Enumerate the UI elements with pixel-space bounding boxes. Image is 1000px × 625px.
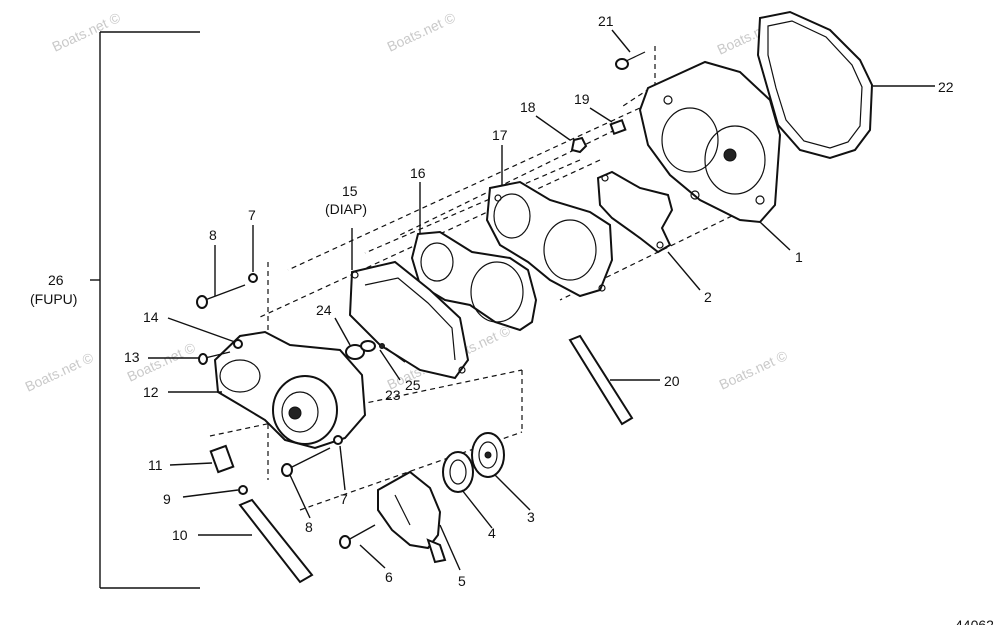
part-10-hose [238, 498, 314, 584]
callout-14: 14 [143, 309, 159, 325]
part-18-nut [570, 136, 588, 154]
callout-10: 10 [172, 527, 188, 543]
callout-26: 26 [48, 272, 64, 288]
callout-labels: 21 22 18 19 17 16 15 (DIAP) 1 2 20 7 8 2… [30, 13, 954, 589]
part-22-cover-gasket [756, 10, 874, 160]
callout-19: 19 [574, 91, 590, 107]
part-3-filter-screen [471, 432, 505, 478]
callout-23: 23 [385, 387, 401, 403]
callout-8-upper: 8 [209, 227, 217, 243]
callout-17: 17 [492, 127, 508, 143]
part-21-screw [615, 51, 646, 70]
part-19-plug [609, 118, 627, 136]
part-7-washer-upper [248, 273, 258, 283]
part-2-gasket-plate [596, 170, 674, 254]
callout-4: 4 [488, 525, 496, 541]
callout-8-lower: 8 [305, 519, 313, 535]
callout-13: 13 [124, 349, 140, 365]
part-13-screw [198, 351, 231, 365]
callout-5: 5 [458, 573, 466, 589]
assembly-bracket [90, 31, 200, 589]
part-7-washer-lower [333, 435, 343, 445]
watermark: Boats.net © [23, 349, 97, 395]
watermark: Boats.net © [385, 9, 459, 55]
callout-1: 1 [795, 249, 803, 265]
callout-16: 16 [410, 165, 426, 181]
callout-26-sub: (FUPU) [30, 291, 77, 307]
callout-12: 12 [143, 384, 159, 400]
callout-22: 22 [938, 79, 954, 95]
part-9-clamp [238, 485, 248, 495]
part-14-washer [233, 339, 243, 349]
callout-21: 21 [598, 13, 614, 29]
callout-11: 11 [148, 457, 163, 473]
diagram-code: 44062 [955, 617, 994, 625]
callout-7-upper: 7 [248, 207, 256, 223]
callout-6: 6 [385, 569, 393, 585]
part-12-pump-body [213, 330, 367, 450]
callout-7-lower: 7 [340, 491, 348, 507]
callout-20: 20 [664, 373, 680, 389]
callout-18: 18 [520, 99, 536, 115]
part-17-diaphragm-housing [485, 180, 614, 298]
parts-23-24-25-check-valve [345, 340, 385, 360]
callout-24: 24 [316, 302, 332, 318]
callout-15: 15 [342, 183, 358, 199]
callout-15-sub: (DIAP) [325, 201, 367, 217]
callout-3: 3 [527, 509, 535, 525]
part-5-filter-cap [377, 470, 447, 564]
watermark: Boats.net © [717, 347, 791, 393]
part-15-diaphragm [348, 260, 470, 380]
leader-lines [148, 29, 935, 571]
part-11-fitting [209, 444, 235, 474]
part-8-screw-upper [196, 284, 246, 309]
callout-9: 9 [163, 491, 171, 507]
part-20-hose [568, 334, 634, 426]
callout-2: 2 [704, 289, 712, 305]
part-1-pump-cover [638, 60, 782, 224]
callout-25: 25 [405, 377, 421, 393]
part-8-screw-lower [281, 447, 331, 477]
part-4-gasket-ring [442, 451, 474, 493]
part-6-screw [339, 524, 376, 549]
